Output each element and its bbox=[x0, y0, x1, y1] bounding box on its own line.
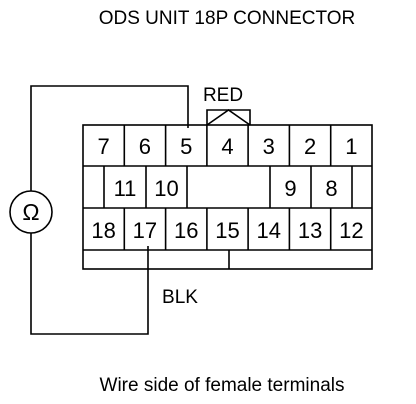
pin-3: 3 bbox=[263, 134, 275, 159]
connector-key-tab bbox=[206, 109, 251, 126]
diagram-title: ODS UNIT 18P CONNECTOR bbox=[99, 8, 356, 29]
pin-1: 1 bbox=[345, 134, 357, 159]
connector-body bbox=[82, 124, 373, 270]
pin-6: 6 bbox=[139, 134, 151, 159]
pin-9: 9 bbox=[284, 176, 296, 201]
diagram-caption: Wire side of female terminals bbox=[100, 375, 345, 396]
pin-16: 16 bbox=[174, 218, 198, 243]
pin-8: 8 bbox=[325, 176, 337, 201]
pin-row-2: 11 10 9 8 bbox=[114, 176, 338, 201]
pin-10: 10 bbox=[154, 176, 178, 201]
black-wire-label: BLK bbox=[162, 287, 198, 308]
pin-14: 14 bbox=[257, 218, 281, 243]
pin-row-1: 7 6 5 4 3 2 1 bbox=[97, 134, 357, 159]
pin-11: 11 bbox=[114, 176, 137, 201]
red-wire-label: RED bbox=[203, 85, 243, 106]
pin-12: 12 bbox=[339, 218, 363, 243]
black-test-lead bbox=[30, 233, 149, 335]
ohmmeter-icon: Ω bbox=[9, 190, 53, 234]
pin-7: 7 bbox=[97, 134, 109, 159]
pin-4: 4 bbox=[221, 134, 233, 159]
ohm-symbol: Ω bbox=[22, 199, 39, 225]
pin-13: 13 bbox=[298, 218, 322, 243]
pin-5: 5 bbox=[180, 134, 192, 159]
test-lead-wiring bbox=[30, 85, 189, 335]
pin-15: 15 bbox=[215, 218, 239, 243]
pin-2: 2 bbox=[304, 134, 316, 159]
pin-row-3: 18 17 16 15 14 13 12 bbox=[91, 218, 363, 243]
pin-17: 17 bbox=[133, 218, 157, 243]
red-test-lead bbox=[30, 85, 189, 191]
pin-18: 18 bbox=[91, 218, 115, 243]
